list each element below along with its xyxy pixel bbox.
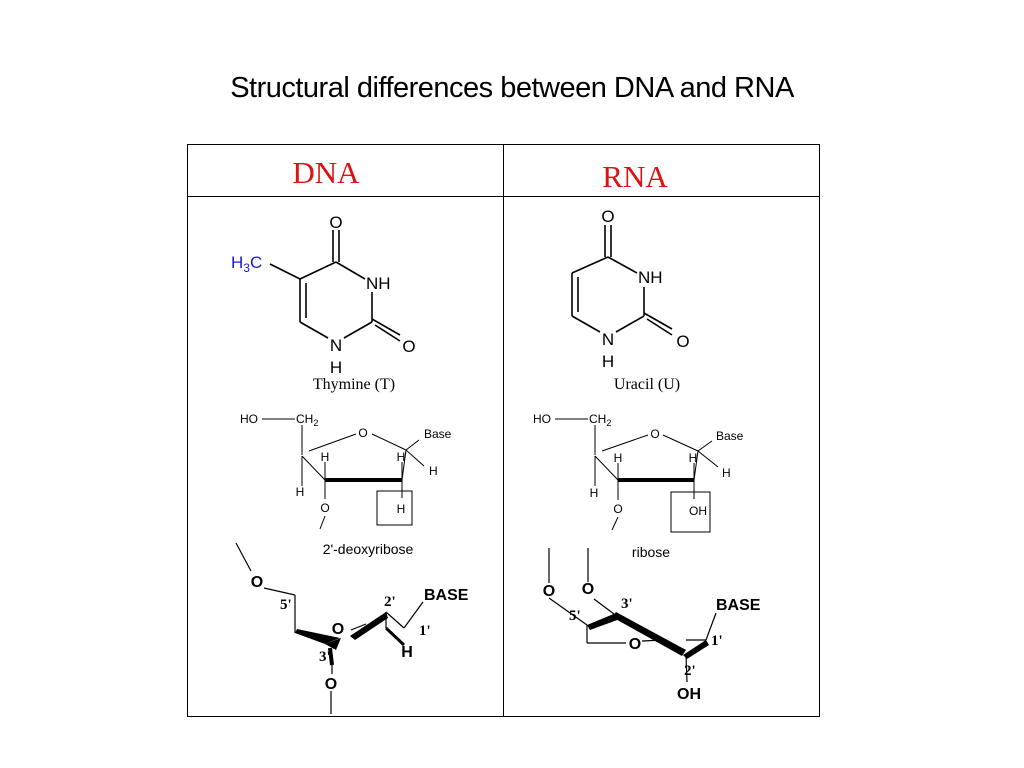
- methyl-h: H: [231, 253, 243, 272]
- deoxyribose-h-top-left: H: [321, 450, 330, 464]
- rna-conf-5prime: 5': [569, 608, 581, 624]
- deoxyribose-h-top-right: H: [397, 450, 406, 464]
- rna-conf-oh: OH: [677, 686, 701, 703]
- deoxyribose-caption: 2'-deoxyribose: [323, 541, 414, 557]
- uracil-h: H: [602, 352, 614, 371]
- ribose-ho: HO: [533, 412, 551, 426]
- dna-bold-bond-h: [384, 626, 406, 647]
- dna-conf-1prime: 1': [419, 623, 431, 639]
- ribose-h-top-left: H: [614, 451, 623, 465]
- rna-conf-1prime: 1': [711, 633, 723, 649]
- rna-column-header: RNA: [602, 159, 668, 194]
- methyl-c: C: [250, 253, 262, 272]
- thymine-caption: Thymine (T): [313, 376, 395, 393]
- ribose-caption: ribose: [632, 544, 670, 560]
- thymine-bonds: [269, 230, 401, 342]
- comparison-table: [187, 144, 820, 717]
- dna-conf-top-oxygen: O: [251, 574, 263, 591]
- ribose-bonds: [555, 418, 719, 533]
- deoxyribose-bottom-oxygen: O: [320, 501, 329, 515]
- deoxyribose-h-left: H: [296, 485, 305, 499]
- thymine-top-oxygen: O: [329, 213, 342, 232]
- rna-conf-oxygen: O: [582, 581, 594, 598]
- rna-conf-2prime: 2': [684, 663, 696, 679]
- thymine-h: H: [330, 358, 342, 377]
- dna-conf-bottom-oxygen: O: [325, 676, 337, 693]
- uracil-nh: NH: [638, 268, 663, 287]
- methyl-subscript: 3: [243, 261, 250, 275]
- thymine-nh: NH: [366, 274, 391, 293]
- dna-bold-bond-c3: [328, 647, 334, 666]
- thymine-structure: O H3C NH N H O Thymine (T): [231, 213, 416, 393]
- ribose-h-left: H: [590, 486, 599, 500]
- uracil-top-oxygen: O: [601, 207, 614, 226]
- deoxyribose-ho: HO: [240, 412, 258, 426]
- ribose-h-right: H: [722, 466, 731, 480]
- dna-conf-ring-oxygen: O: [332, 621, 344, 638]
- rna-wedge-bond-left: [587, 613, 620, 630]
- deoxyribose-structure: HO CH2 O Base H H H H O H 2'-deoxyribose: [240, 412, 452, 557]
- dna-conf-3prime: 3': [319, 649, 331, 665]
- ribose-boxed-oh: OH: [689, 504, 707, 518]
- dna-sugar-conformation: O 5' O 2' BASE 1' H 3' O: [235, 542, 469, 714]
- ribose-bottom-oxygen: O: [613, 502, 622, 516]
- rna-wedge-bond-bottom: [683, 640, 709, 659]
- ribose-ch2: CH2: [589, 412, 611, 428]
- deoxyribose-bonds: [262, 418, 425, 530]
- deoxyribose-boxed-h: H: [397, 502, 406, 516]
- dna-conf-base: BASE: [424, 587, 469, 604]
- dna-conformation-bonds: [235, 542, 424, 714]
- rna-sugar-conformation: O O 3' 5' BASE O 1' 2' OH: [543, 548, 761, 703]
- uracil-n: N: [602, 330, 614, 349]
- thymine-n: N: [330, 336, 342, 355]
- rna-wedge-bond-right: [612, 612, 686, 656]
- uracil-bonds: [571, 225, 673, 336]
- uracil-side-oxygen: O: [676, 332, 689, 351]
- thymine-side-oxygen: O: [402, 337, 415, 356]
- deoxyribose-ch2: CH2: [296, 412, 318, 428]
- dna-conf-5prime: 5': [280, 597, 292, 613]
- uracil-caption: Uracil (U): [614, 376, 680, 393]
- ribose-base: Base: [716, 429, 744, 443]
- dna-conf-2prime: 2': [384, 594, 396, 610]
- dna-conf-h: H: [401, 644, 413, 661]
- ribose-oh-highlight-box: [670, 491, 711, 533]
- ribose-structure: HO CH2 O Base H H H H O OH ribose: [533, 412, 744, 560]
- uracil-structure: O NH N H O Uracil (U): [571, 207, 690, 393]
- dna-wedge-bond-left: [295, 629, 340, 644]
- deoxyribose-h-highlight-box: [376, 490, 413, 526]
- dna-wedge-bond-bottom: [325, 638, 341, 650]
- rna-conf-3prime: 3': [621, 596, 633, 612]
- dna-wedge-bond-right: [350, 612, 388, 640]
- deoxyribose-ring-oxygen: O: [358, 426, 367, 440]
- rna-conformation-bonds: [548, 548, 717, 683]
- ribose-h-top-right: H: [689, 451, 698, 465]
- slide-title: Structural differences between DNA and R…: [230, 72, 794, 104]
- deoxyribose-base: Base: [424, 427, 452, 441]
- ribose-ring-oxygen: O: [650, 427, 659, 441]
- rna-conf-ring-oxygen: O: [629, 636, 641, 653]
- rna-conf-base: BASE: [716, 597, 761, 614]
- thymine-methyl-label: H3C: [231, 253, 262, 275]
- rna-conf-left-oxygen: O: [543, 583, 555, 600]
- dna-column-header: DNA: [292, 155, 360, 190]
- deoxyribose-h-right: H: [429, 464, 438, 478]
